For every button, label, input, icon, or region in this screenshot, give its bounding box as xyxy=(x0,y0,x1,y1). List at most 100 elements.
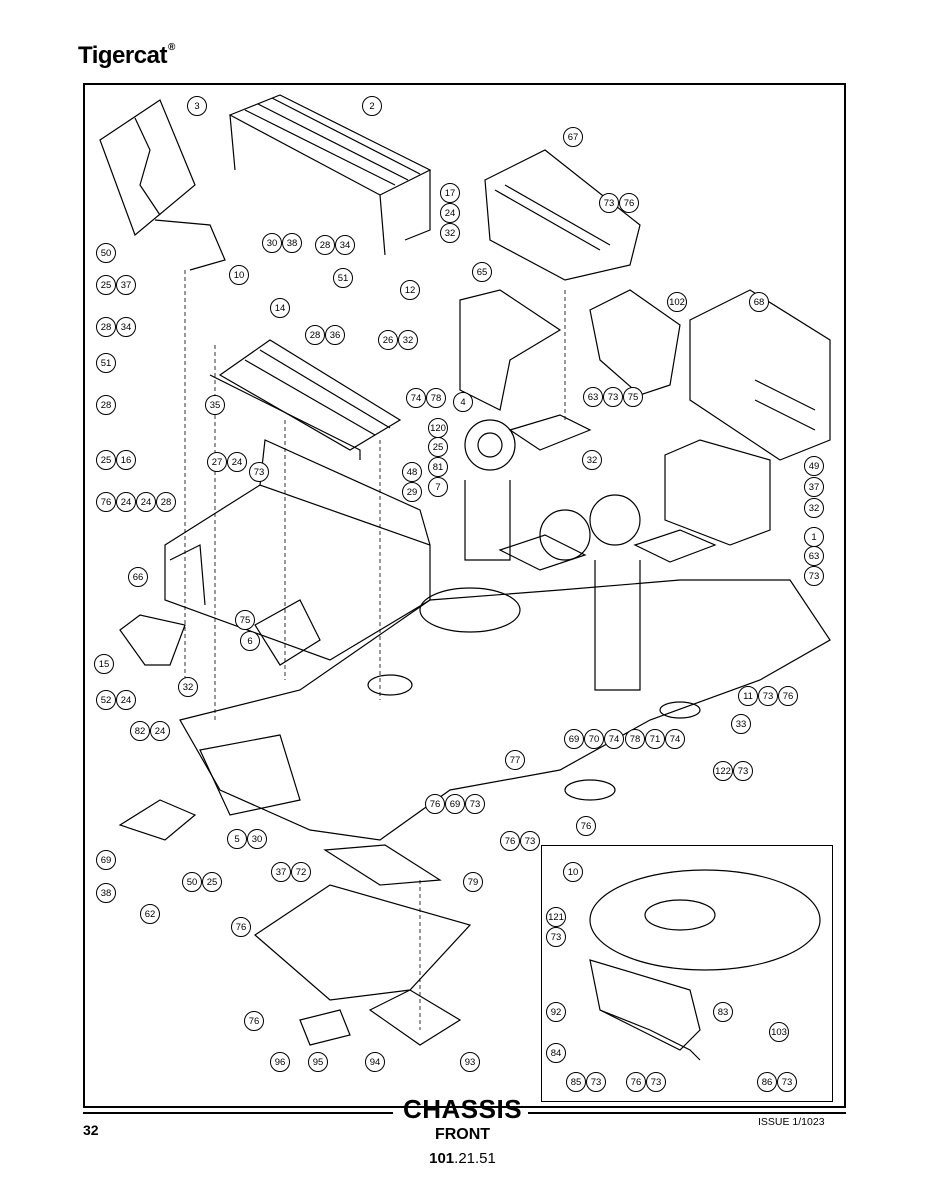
callout-76: 76 xyxy=(778,686,798,706)
callout-92: 92 xyxy=(546,1002,566,1022)
callout-32: 32 xyxy=(178,677,198,697)
callout-32: 32 xyxy=(398,330,418,350)
inset-turntable xyxy=(589,869,821,1061)
issue-label: ISSUE 1/1023 xyxy=(758,1116,825,1128)
callout-79: 79 xyxy=(463,872,483,892)
callout-76: 76 xyxy=(500,831,520,851)
callout-5: 5 xyxy=(227,829,247,849)
cover-plates xyxy=(119,614,701,801)
callout-49: 49 xyxy=(804,456,824,476)
callout-73: 73 xyxy=(804,566,824,586)
chassis-front-box xyxy=(164,439,431,666)
callout-24: 24 xyxy=(116,690,136,710)
callout-120: 120 xyxy=(428,418,448,438)
callout-15: 15 xyxy=(94,654,114,674)
callout-77: 77 xyxy=(505,750,525,770)
callout-24: 24 xyxy=(227,452,247,472)
callout-70: 70 xyxy=(584,729,604,749)
callout-74: 74 xyxy=(406,388,426,408)
callout-75: 75 xyxy=(623,387,643,407)
callout-4: 4 xyxy=(453,392,473,412)
callout-51: 51 xyxy=(333,268,353,288)
callout-69: 69 xyxy=(96,850,116,870)
callout-52: 52 xyxy=(96,690,116,710)
diagram-frame xyxy=(83,83,846,1108)
callout-25: 25 xyxy=(202,872,222,892)
callout-28: 28 xyxy=(315,235,335,255)
callout-24: 24 xyxy=(136,492,156,512)
callout-6: 6 xyxy=(240,631,260,651)
callout-25: 25 xyxy=(96,275,116,295)
callout-37: 37 xyxy=(271,862,291,882)
callout-76: 76 xyxy=(244,1011,264,1031)
callout-17: 17 xyxy=(440,183,460,203)
callout-25: 25 xyxy=(428,437,448,457)
inset-detail-frame xyxy=(541,845,833,1102)
callout-73: 73 xyxy=(599,193,619,213)
callout-74: 74 xyxy=(665,729,685,749)
callout-84: 84 xyxy=(546,1043,566,1063)
callout-36: 36 xyxy=(325,325,345,345)
callout-74: 74 xyxy=(604,729,624,749)
callout-30: 30 xyxy=(247,829,267,849)
lift-cylinders xyxy=(464,419,641,691)
callout-10: 10 xyxy=(229,265,249,285)
callout-81: 81 xyxy=(428,457,448,477)
callout-73: 73 xyxy=(603,387,623,407)
callout-78: 78 xyxy=(625,729,645,749)
callout-51: 51 xyxy=(96,353,116,373)
callout-24: 24 xyxy=(150,721,170,741)
callout-63: 63 xyxy=(583,387,603,407)
callout-1: 1 xyxy=(804,527,824,547)
callout-37: 37 xyxy=(116,275,136,295)
grating-plate xyxy=(209,339,402,460)
callout-76: 76 xyxy=(425,794,445,814)
ladder-part xyxy=(99,99,226,271)
service-plates xyxy=(498,414,717,571)
callout-63: 63 xyxy=(804,546,824,566)
callout-76: 76 xyxy=(626,1072,646,1092)
callout-24: 24 xyxy=(116,492,136,512)
callout-14: 14 xyxy=(270,298,290,318)
callout-76: 76 xyxy=(576,816,596,836)
callout-27: 27 xyxy=(207,452,227,472)
callout-69: 69 xyxy=(445,794,465,814)
callout-37: 37 xyxy=(804,477,824,497)
callout-11: 11 xyxy=(738,686,758,706)
callout-48: 48 xyxy=(402,462,422,482)
title-rule-left xyxy=(83,1112,393,1114)
hood-part xyxy=(484,149,641,281)
callout-66: 66 xyxy=(128,567,148,587)
callout-26: 26 xyxy=(378,330,398,350)
callout-28: 28 xyxy=(156,492,176,512)
callout-72: 72 xyxy=(291,862,311,882)
callout-122: 122 xyxy=(713,761,733,781)
brand-logo: Tigercat® xyxy=(78,42,175,69)
leader-lines xyxy=(184,270,566,1030)
page-title: CHASSIS xyxy=(402,1094,523,1124)
callout-102: 102 xyxy=(667,292,687,312)
callout-50: 50 xyxy=(182,872,202,892)
callout-76: 76 xyxy=(231,917,251,937)
callout-7: 7 xyxy=(428,477,448,497)
callout-82: 82 xyxy=(130,721,150,741)
callout-76: 76 xyxy=(619,193,639,213)
frame-cover-part xyxy=(589,289,831,461)
callout-32: 32 xyxy=(440,223,460,243)
title-rule-right xyxy=(528,1112,846,1114)
callout-103: 103 xyxy=(769,1022,789,1042)
callout-38: 38 xyxy=(96,883,116,903)
page-subtitle: FRONT xyxy=(434,1126,491,1143)
callout-73: 73 xyxy=(465,794,485,814)
callout-69: 69 xyxy=(564,729,584,749)
callout-30: 30 xyxy=(262,233,282,253)
callout-94: 94 xyxy=(365,1052,385,1072)
callout-73: 73 xyxy=(777,1072,797,1092)
callout-73: 73 xyxy=(520,831,540,851)
callout-16: 16 xyxy=(116,450,136,470)
callout-68: 68 xyxy=(749,292,769,312)
document-number: 101.21.51 xyxy=(429,1150,496,1167)
guard-panel xyxy=(459,289,562,411)
callout-73: 73 xyxy=(586,1072,606,1092)
